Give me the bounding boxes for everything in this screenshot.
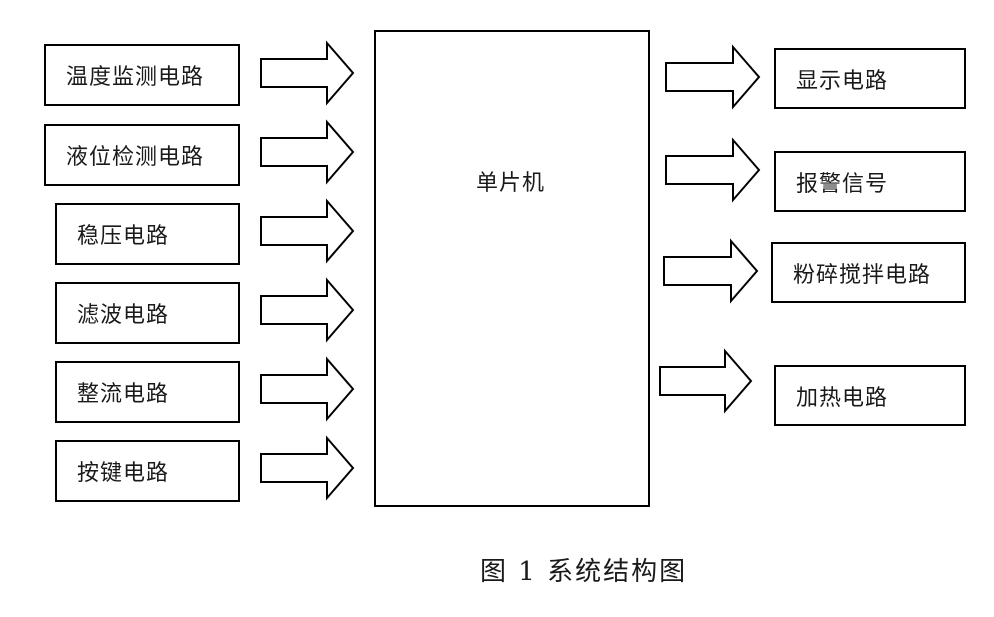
input-label: 稳压电路 [77, 224, 170, 249]
arrow-right-icon [260, 40, 355, 106]
arrow-right-icon [260, 198, 355, 264]
output-box-heater: 加热电路 [774, 365, 966, 426]
arrow-right-icon [260, 435, 355, 501]
input-box-temperature: 温度监测电路 [44, 44, 240, 106]
input-label: 温度监测电路 [66, 65, 205, 90]
output-label: 报警信号 [796, 171, 889, 197]
mcu-label: 单片机 [476, 171, 546, 196]
arrow-right-icon [665, 44, 761, 110]
input-box-keypad: 按键电路 [55, 440, 240, 502]
output-box-alarm: 报警信号 [774, 151, 966, 212]
input-box-filter: 滤波电路 [55, 282, 240, 344]
input-box-rectifier: 整流电路 [55, 361, 240, 423]
input-label: 按键电路 [77, 461, 170, 486]
output-box-display: 显示电路 [774, 48, 966, 109]
arrow-right-icon [260, 277, 355, 343]
arrow-right-icon [260, 356, 355, 422]
input-box-level: 液位检测电路 [44, 124, 240, 186]
mcu-box: 单片机 [374, 30, 650, 507]
arrow-right-icon [260, 119, 355, 185]
output-label: 加热电路 [796, 385, 889, 411]
input-label: 液位检测电路 [66, 145, 205, 170]
arrow-right-icon [659, 348, 753, 414]
input-label: 滤波电路 [77, 303, 170, 328]
output-box-grinder: 粉碎搅拌电路 [771, 242, 966, 303]
arrow-right-icon [663, 238, 759, 304]
output-label: 粉碎搅拌电路 [793, 262, 932, 288]
arrow-right-icon [665, 137, 761, 203]
output-label: 显示电路 [796, 68, 889, 94]
input-box-regulator: 稳压电路 [55, 203, 240, 265]
input-label: 整流电路 [77, 382, 170, 407]
figure-caption: 图 1 系统结构图 [480, 557, 688, 587]
